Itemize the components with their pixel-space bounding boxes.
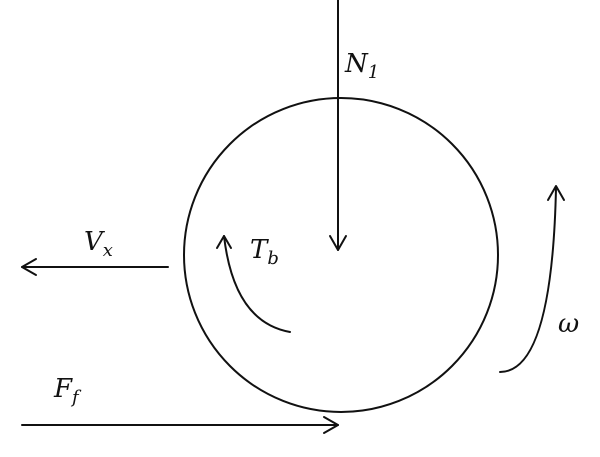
velocity-label: Vx xyxy=(84,227,113,261)
normal-force-arrow xyxy=(329,0,347,251)
brake-torque-label: Tb xyxy=(250,235,279,269)
velocity-arrow xyxy=(21,258,169,276)
wheel-circle xyxy=(183,97,499,413)
friction-force-label: Ff xyxy=(53,374,82,408)
normal-force-label: N1 xyxy=(344,49,379,83)
brake-torque-arrow xyxy=(216,235,291,333)
friction-force-arrow xyxy=(21,416,339,434)
angular-velocity-arrow xyxy=(499,185,565,373)
angular-velocity-label: ω xyxy=(558,309,579,339)
